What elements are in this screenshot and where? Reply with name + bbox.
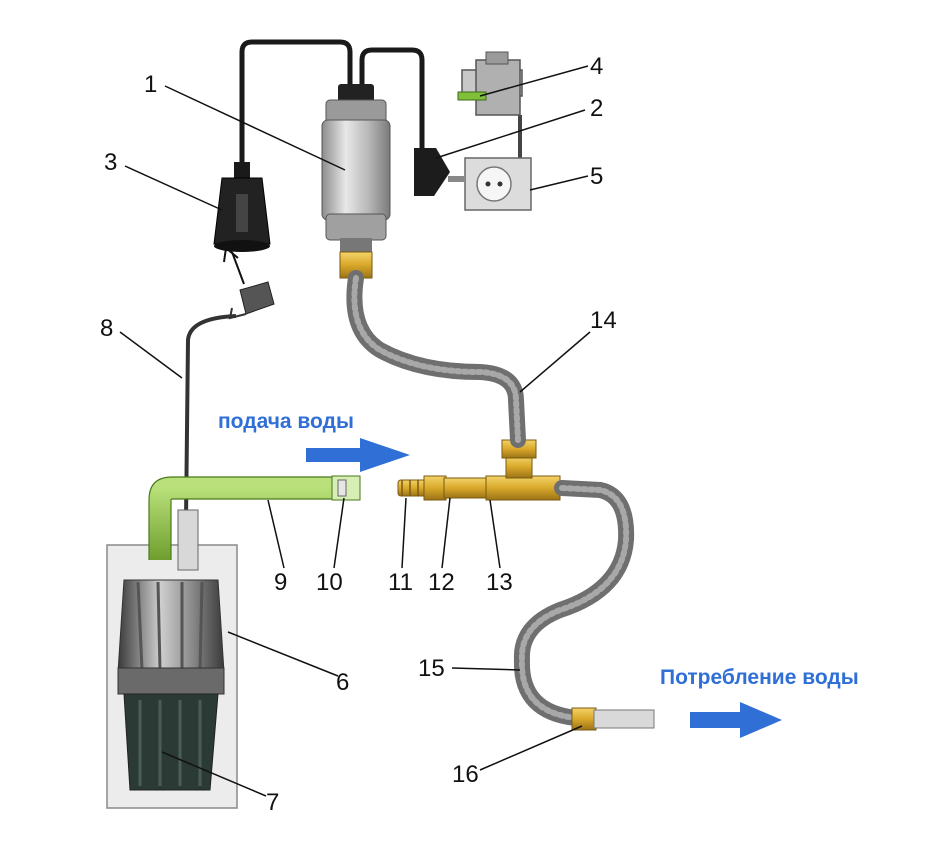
- label-3: 3: [104, 149, 117, 176]
- outlet-nut: [571, 707, 597, 731]
- fitting-assembly: [397, 439, 561, 501]
- heater-plug: [414, 148, 464, 196]
- label-8: 8: [100, 315, 113, 342]
- pump-cable-sleeve: [177, 509, 199, 571]
- label-11: 11: [388, 569, 413, 596]
- flex-hose-lower-texture: [518, 485, 630, 721]
- water-heater: [321, 84, 391, 279]
- label-4: 4: [590, 53, 603, 80]
- pump-plug: [228, 281, 275, 320]
- label-7: 7: [266, 789, 279, 816]
- pump-cable: [184, 314, 237, 521]
- label-6: 6: [336, 669, 349, 696]
- plug-insert-arrowhead: [223, 247, 239, 263]
- supply-label: подача воды: [218, 410, 354, 433]
- leader-lines: [119, 65, 591, 797]
- flex-hose-upper: [346, 270, 526, 448]
- green-supply-pipe: [149, 477, 336, 560]
- supply-arrow: [306, 438, 410, 472]
- plug-insert-arrow: [231, 251, 245, 285]
- label-13: 13: [486, 569, 513, 596]
- label-1: 1: [144, 71, 157, 98]
- green-supply-pipe-outline: [148, 476, 336, 560]
- coupling: [443, 477, 489, 499]
- label-16: 16: [452, 761, 479, 788]
- label-12: 12: [428, 569, 455, 596]
- wall-socket: [464, 157, 532, 211]
- consumption-label: Потребление воды: [660, 666, 859, 689]
- label-9: 9: [274, 569, 287, 596]
- label-2: 2: [590, 95, 603, 122]
- tee-body: [485, 475, 561, 501]
- label-5: 5: [590, 163, 603, 190]
- heater-cable-left: [239, 39, 353, 165]
- clamp-band: [337, 479, 347, 497]
- nut: [423, 475, 447, 501]
- submersible-pump: [117, 579, 225, 791]
- label-15: 15: [418, 655, 445, 682]
- label-14: 14: [590, 307, 617, 334]
- consumption-arrow: [690, 702, 782, 738]
- label-10: 10: [316, 569, 343, 596]
- circuit-breaker: [457, 51, 523, 116]
- outlet-pipe: [593, 709, 655, 729]
- heater-cable-right: [359, 47, 425, 150]
- extension-socket: [213, 162, 271, 252]
- tee-branch: [505, 455, 533, 479]
- flex-hose-upper-texture: [351, 275, 521, 443]
